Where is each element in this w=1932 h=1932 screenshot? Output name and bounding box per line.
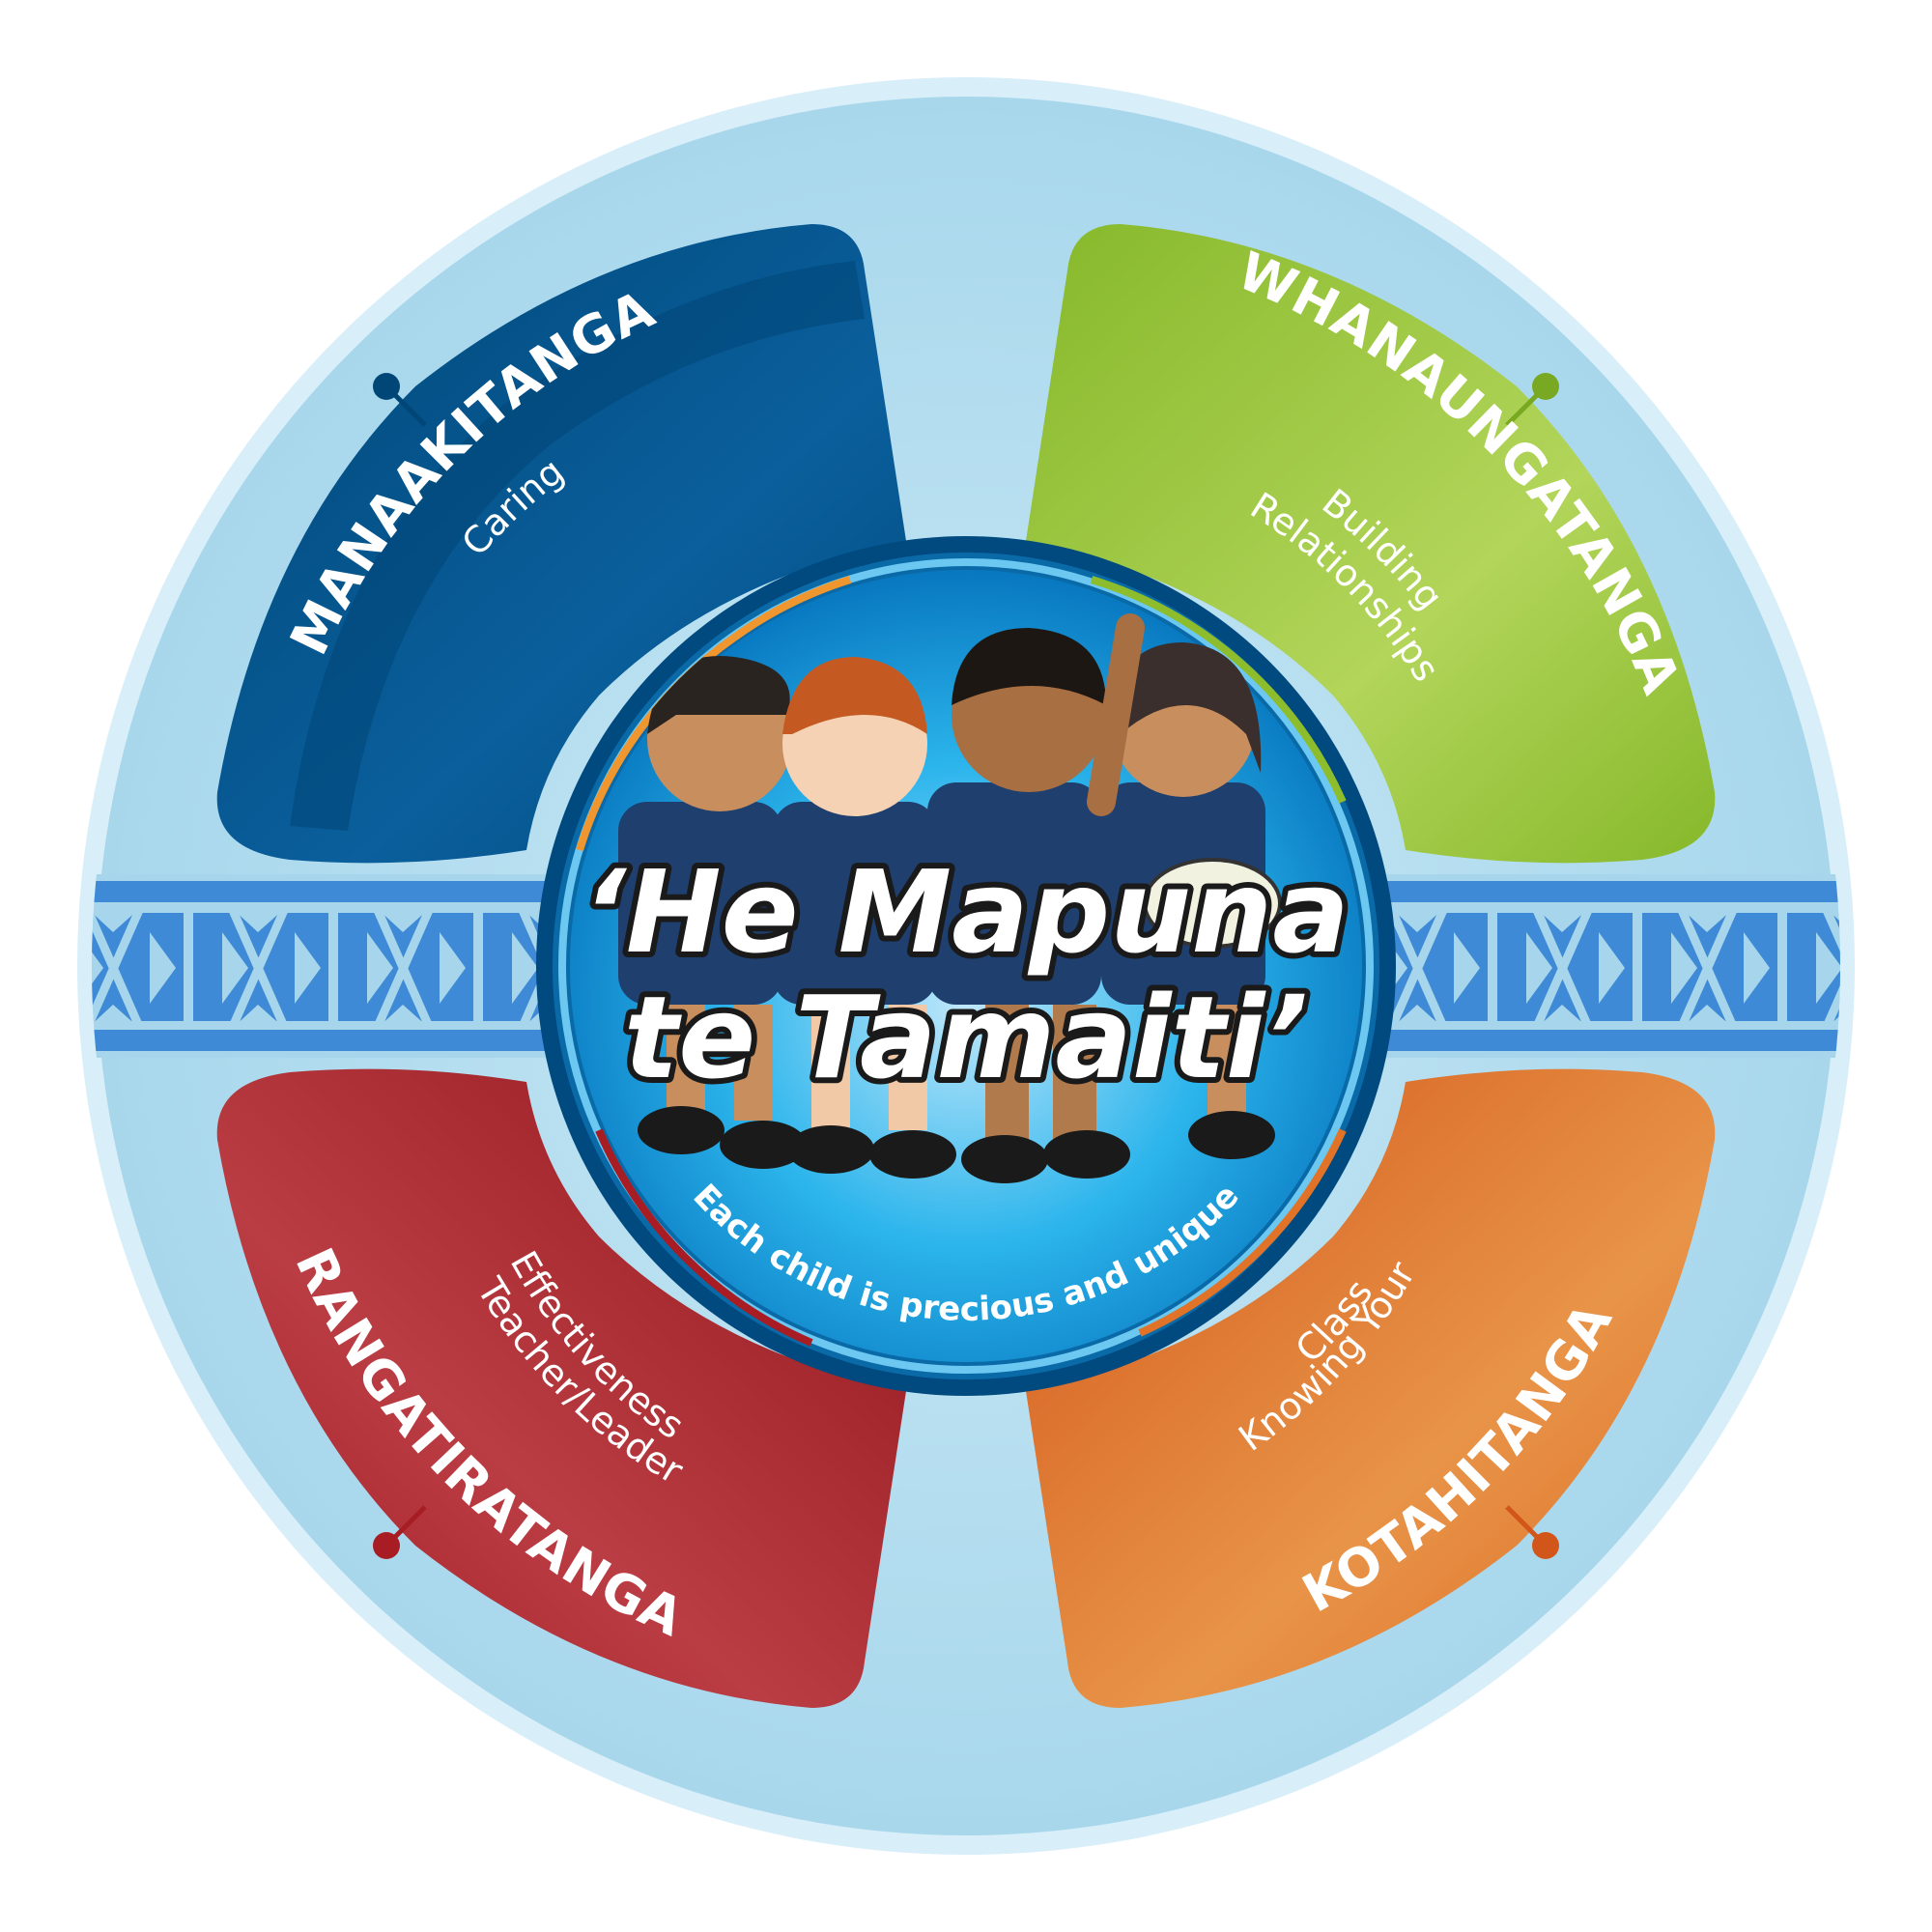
sector-whanaungatanga[interactable]	[1026, 224, 1716, 864]
sector-kotahitanga[interactable]	[1026, 1068, 1716, 1708]
children-illustration	[618, 613, 1282, 1183]
motto-line-1: ‘He Mapuna	[582, 845, 1350, 979]
sector-rangatiratanga[interactable]	[216, 1068, 906, 1708]
sector-manaakitanga[interactable]	[216, 224, 906, 864]
motto-line-2: te Tamaiti’	[624, 971, 1308, 1104]
